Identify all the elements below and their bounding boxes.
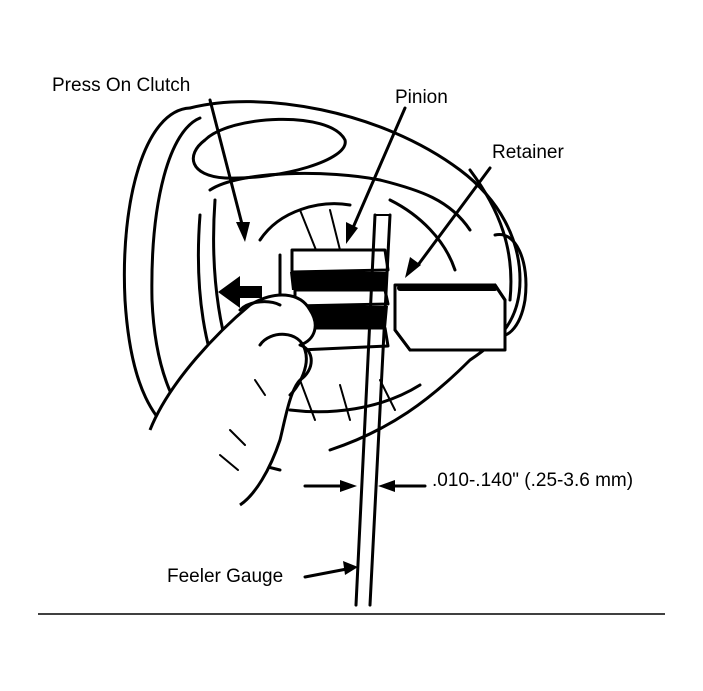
feeler-gauge-label: Feeler Gauge	[167, 566, 283, 587]
clearance-label: .010-.140" (.25-3.6 mm)	[432, 470, 633, 491]
retainer-body	[393, 283, 507, 352]
push-arrow	[218, 276, 262, 308]
pinion-leader	[350, 106, 407, 232]
hand	[148, 293, 317, 507]
drive-housing	[122, 100, 528, 472]
retainer-leader	[416, 166, 492, 267]
feeler-gauge-blade	[354, 213, 392, 607]
retainer-label: Retainer	[492, 142, 564, 163]
leader-arrows	[208, 98, 492, 579]
pinion-label: Pinion	[395, 87, 448, 108]
feeler-gauge-leader	[303, 566, 354, 579]
press-on-clutch-leader	[208, 98, 245, 230]
pinion-gear	[278, 248, 390, 352]
press-on-clutch-label: Press On Clutch	[52, 75, 190, 96]
